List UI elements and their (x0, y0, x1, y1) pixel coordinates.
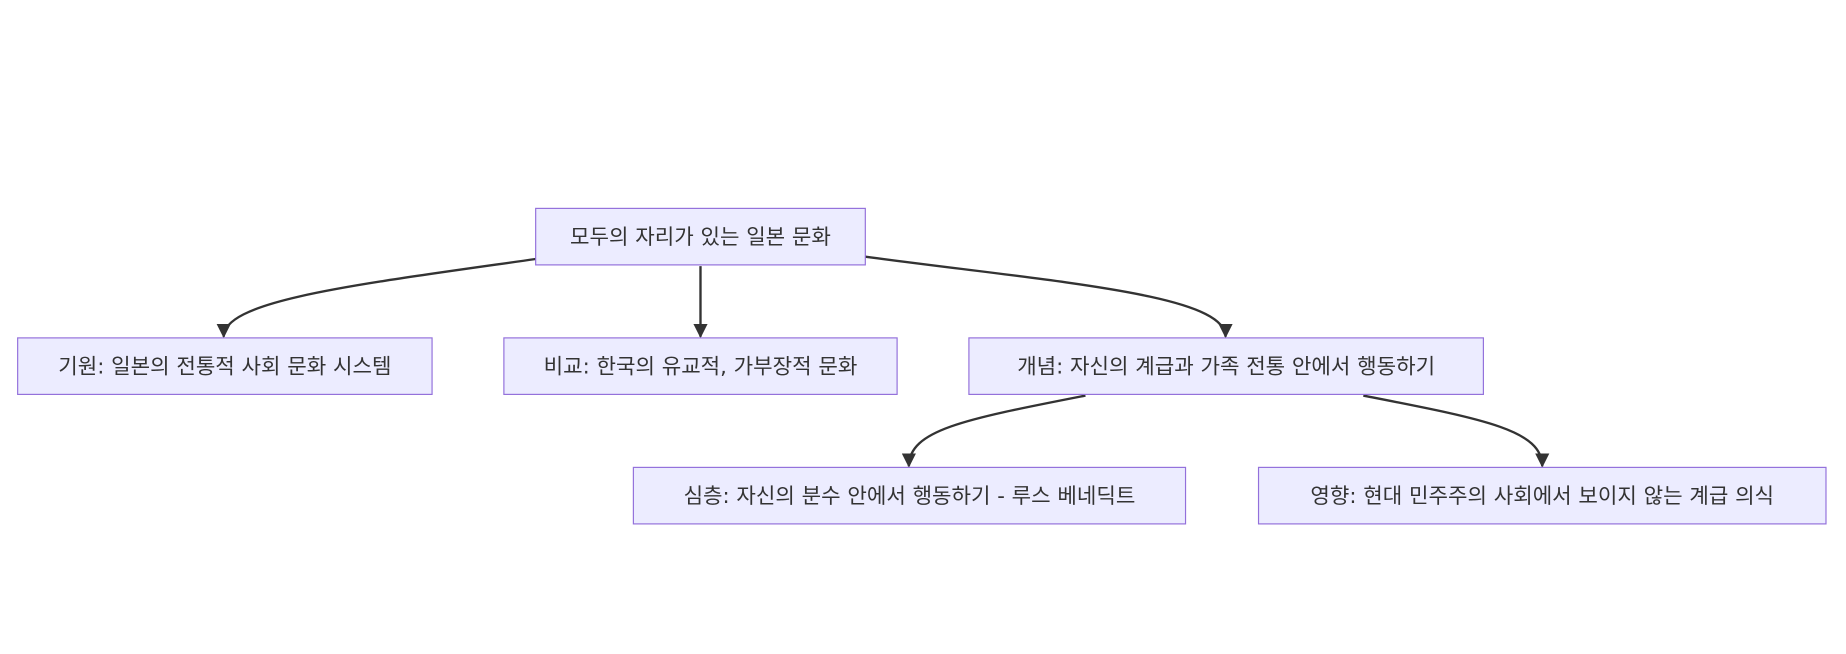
node-compare[interactable]: 비교: 한국의 유교적, 가부장적 문화 (503, 337, 898, 395)
node-concept[interactable]: 개념: 자신의 계급과 가족 전통 안에서 행동하기 (968, 337, 1484, 395)
edge-concept-deep (901, 394, 1086, 468)
node-impact[interactable]: 영향: 현대 민주주의 사회에서 보이지 않는 계급 의식 (1257, 466, 1827, 525)
node-deep[interactable]: 심층: 자신의 분수 안에서 행동하기 - 루스 베네딕트 (632, 466, 1187, 525)
node-label: 기원: 일본의 전통적 사회 문화 시스템 (58, 354, 391, 379)
node-label: 비교: 한국의 유교적, 가부장적 문화 (544, 354, 858, 379)
node-label: 모두의 자리가 있는 일본 문화 (570, 224, 831, 249)
edge-root-origin (216, 257, 536, 339)
node-label: 개념: 자신의 계급과 가족 전통 안에서 행동하기 (1017, 354, 1435, 379)
edge-root-concept (865, 255, 1233, 339)
node-origin[interactable]: 기원: 일본의 전통적 사회 문화 시스템 (17, 337, 433, 395)
node-root[interactable]: 모두의 자리가 있는 일본 문화 (535, 207, 866, 266)
node-label: 심층: 자신의 분수 안에서 행동하기 - 루스 베네딕트 (684, 483, 1136, 508)
edge-concept-impact (1363, 394, 1550, 468)
node-label: 영향: 현대 민주주의 사회에서 보이지 않는 계급 의식 (1310, 483, 1774, 508)
